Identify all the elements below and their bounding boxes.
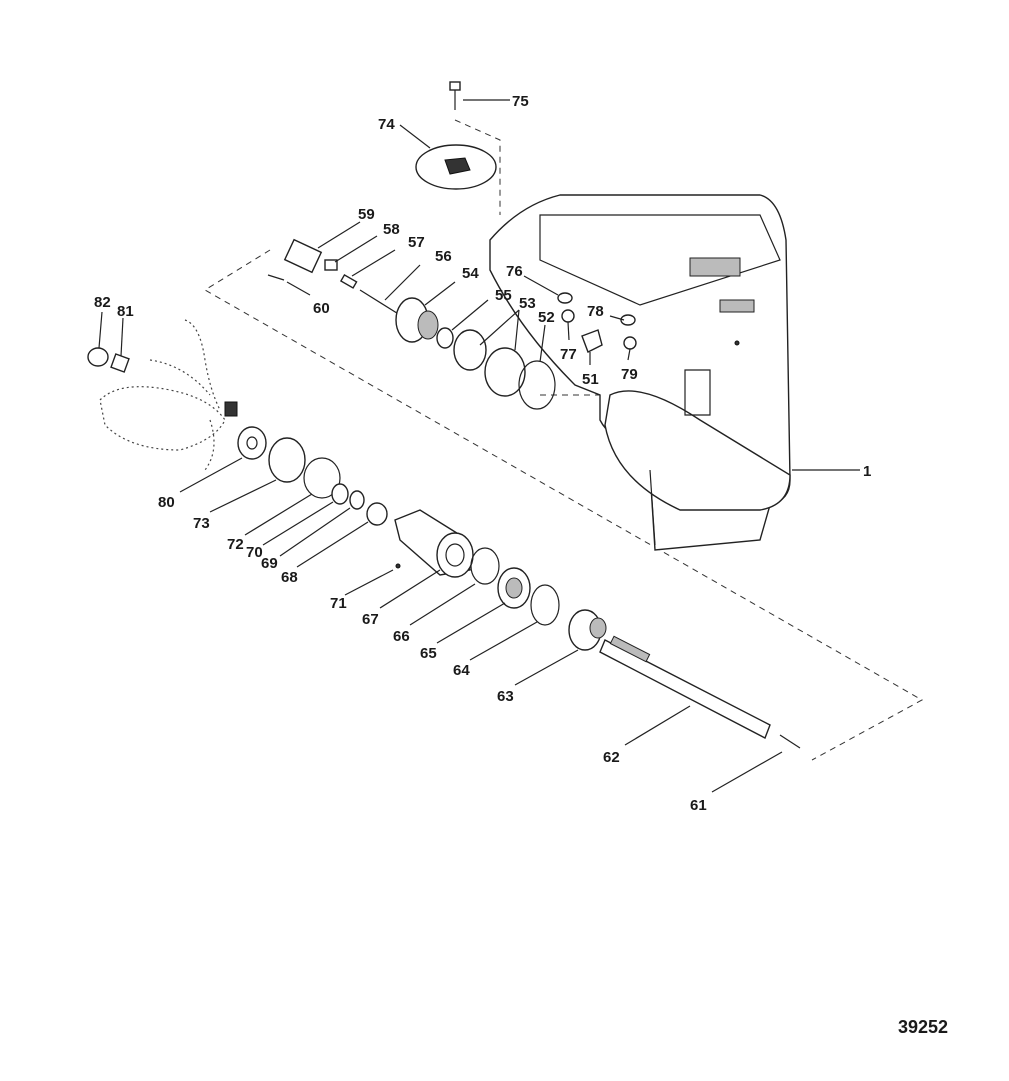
propeller-outline	[99, 319, 238, 471]
callout-64: 64	[453, 662, 470, 679]
part-69-seal	[349, 490, 365, 510]
callout-69: 69	[261, 555, 278, 572]
part-54-gear	[395, 297, 439, 343]
part-52-ring	[518, 360, 556, 410]
callout-68: 68	[281, 569, 298, 586]
callout-61: 61	[690, 797, 707, 814]
callout-62: 62	[603, 749, 620, 766]
leader-lines	[98, 99, 860, 793]
part-55-bearing	[436, 327, 454, 349]
callout-73: 73	[193, 515, 210, 532]
callout-79: 79	[621, 366, 638, 383]
part-51-anode	[581, 329, 603, 353]
assembly-boundary	[204, 249, 924, 761]
part-66-o-ring	[470, 547, 500, 585]
part-75-screw	[449, 81, 461, 110]
part-73-tab-washer	[268, 437, 306, 483]
callout-57: 57	[408, 234, 425, 251]
part-79-nut	[623, 336, 637, 350]
part-67-bearing-carrier	[394, 509, 474, 578]
gear-housing	[489, 194, 791, 551]
callout-81: 81	[117, 303, 134, 320]
part-53-bearing	[453, 329, 526, 397]
part-78-washer	[620, 314, 636, 326]
part-62-propeller-shaft	[599, 635, 771, 739]
callout-58: 58	[383, 221, 400, 238]
figure-number: 39252	[898, 1017, 948, 1037]
callout-55: 55	[495, 287, 512, 304]
callout-78: 78	[587, 303, 604, 320]
callout-54: 54	[462, 265, 479, 282]
part-56-shaft	[359, 289, 401, 316]
part-82-nut	[87, 347, 109, 367]
part-57-pin	[339, 273, 358, 289]
part-59-shift-cam	[283, 238, 323, 274]
part-70-seal	[331, 483, 349, 505]
part-58-spring	[324, 259, 338, 271]
callout-59: 59	[358, 206, 375, 223]
callout-70: 70	[246, 544, 263, 561]
callout-77: 77	[560, 346, 577, 363]
callout-75: 75	[512, 93, 529, 110]
callout-72: 72	[227, 536, 244, 553]
callout-labels: 75 74 59 58 57 56 54 55 53 52 60 76 78 7…	[94, 93, 871, 814]
part-65-bearing	[497, 567, 531, 609]
part-71-pin	[395, 563, 401, 569]
part-63-gear	[568, 609, 607, 651]
callout-76: 76	[506, 263, 523, 280]
callout-1: 1	[863, 463, 871, 480]
callout-71: 71	[330, 595, 347, 612]
callout-53: 53	[519, 295, 536, 312]
callout-52: 52	[538, 309, 555, 326]
part-74-cover	[415, 144, 497, 190]
callout-65: 65	[420, 645, 437, 662]
part-72-retainer	[303, 457, 341, 499]
part-60-pin	[267, 274, 285, 281]
part-68-bearing	[366, 502, 388, 526]
part-64-washer	[530, 584, 560, 626]
callout-63: 63	[497, 688, 514, 705]
callout-80: 80	[158, 494, 175, 511]
callout-51: 51	[582, 371, 599, 388]
callout-74: 74	[378, 116, 395, 133]
part-81-washer	[110, 353, 130, 373]
callout-67: 67	[362, 611, 379, 628]
callout-66: 66	[393, 628, 410, 645]
part-61-spring	[779, 734, 801, 749]
callout-60: 60	[313, 300, 330, 317]
callout-56: 56	[435, 248, 452, 265]
part-76-washer	[557, 292, 573, 304]
part-80-thrust-washer	[237, 426, 267, 460]
callout-82: 82	[94, 294, 111, 311]
part-77-nut	[561, 309, 575, 323]
